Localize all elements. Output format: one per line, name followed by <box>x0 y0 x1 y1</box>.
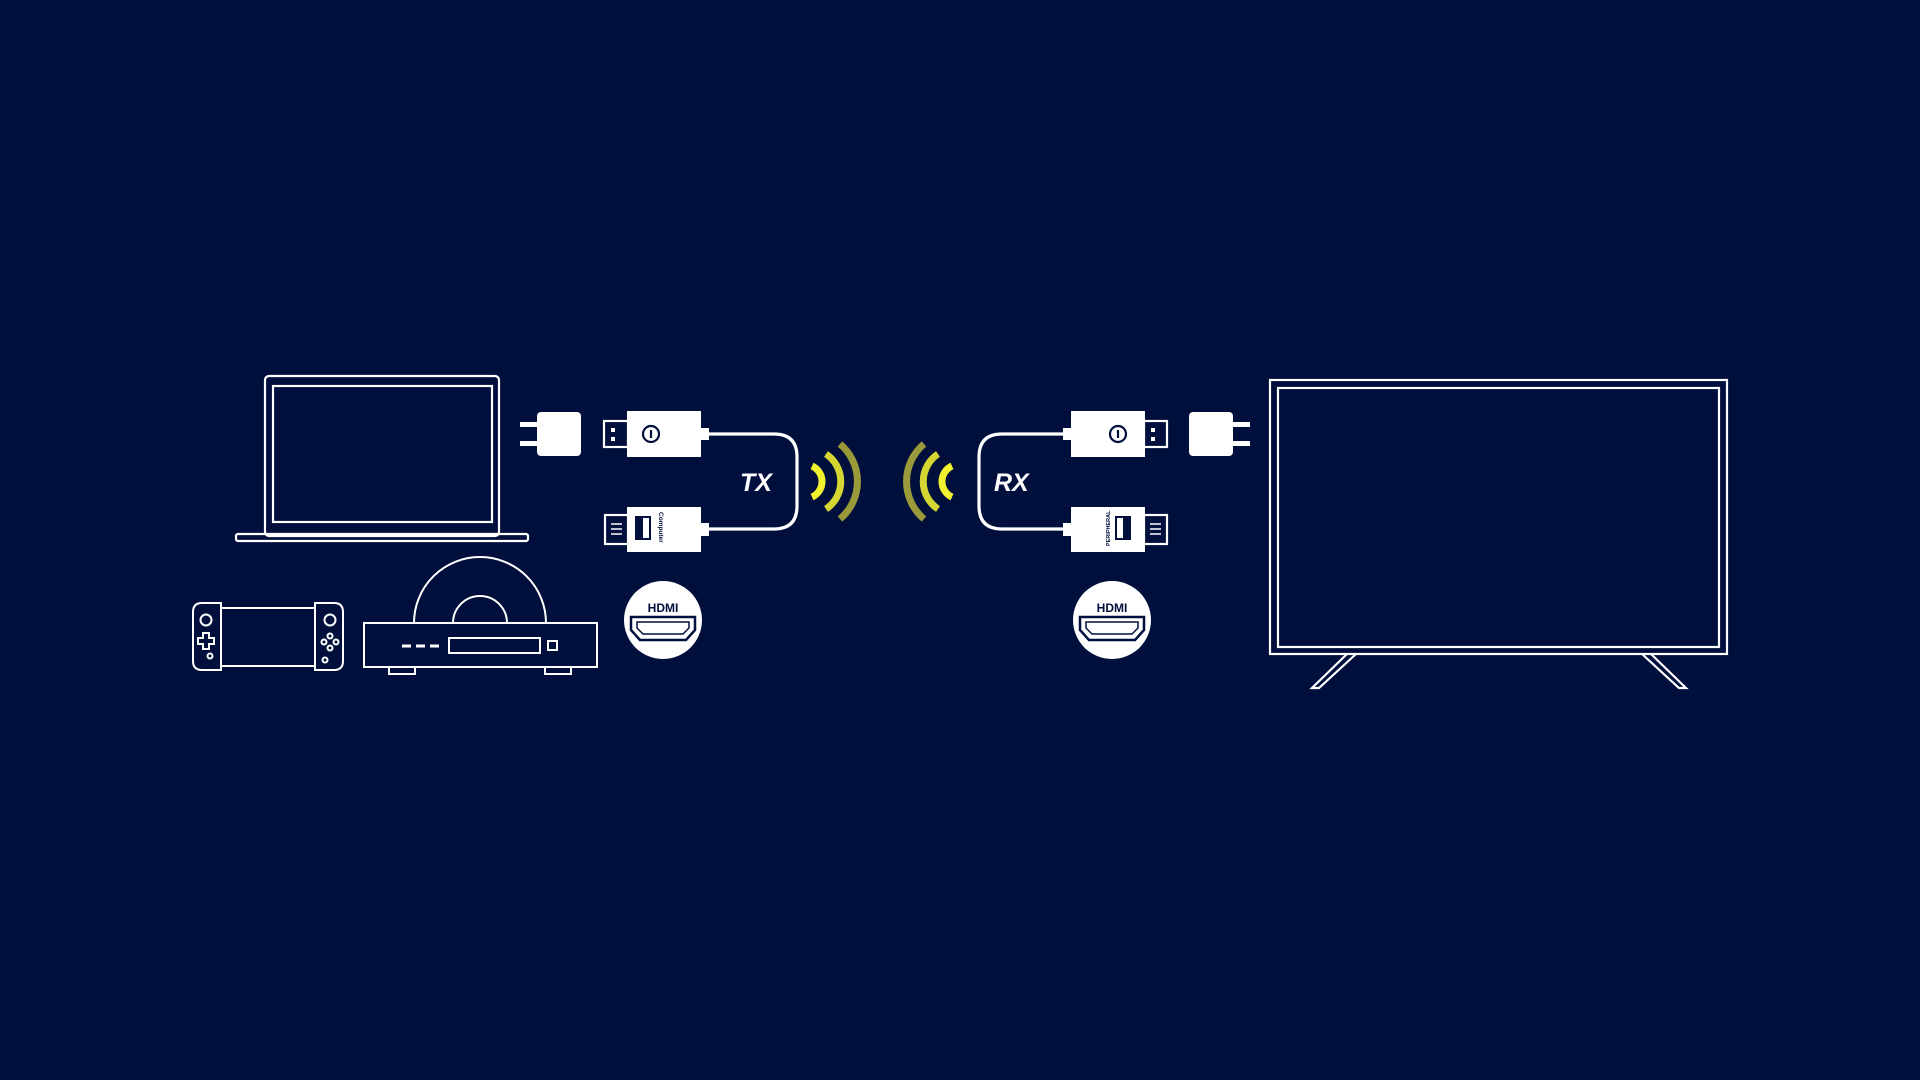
tx-hdmi-plug: Computer <box>603 507 709 552</box>
handheld-console-icon <box>192 602 344 671</box>
rx-hdmi-plug-label: PERIPHERAL <box>1106 510 1112 546</box>
tx-hdmi-badge: HDMI <box>624 581 702 659</box>
tx-hdmi-badge-label: HDMI <box>648 601 679 615</box>
rx-cable <box>977 432 1071 531</box>
rx-usb-plug <box>1063 411 1169 457</box>
power-symbol-icon <box>641 424 661 444</box>
tv-icon <box>1268 378 1729 690</box>
disc-player-icon <box>363 556 598 675</box>
power-adapter-icon <box>520 412 581 456</box>
hdmi-port-icon <box>1078 615 1146 642</box>
power-adapter-icon <box>1189 412 1250 456</box>
rx-hdmi-badge-label: HDMI <box>1097 601 1128 615</box>
wireless-signal-icon <box>903 441 954 522</box>
tx-usb-plug <box>602 411 709 457</box>
rx-hdmi-badge: HDMI <box>1073 581 1151 659</box>
wireless-signal-icon <box>810 441 861 522</box>
tx-label: TX <box>740 469 773 497</box>
laptop-icon <box>234 374 530 543</box>
rx-label: RX <box>994 469 1030 497</box>
tx-cable <box>709 432 799 531</box>
rx-hdmi-plug: PERIPHERAL <box>1063 507 1169 552</box>
tx-hdmi-plug-label: Computer <box>657 512 664 543</box>
power-symbol-icon <box>1108 424 1128 444</box>
hdmi-port-icon <box>629 615 697 642</box>
